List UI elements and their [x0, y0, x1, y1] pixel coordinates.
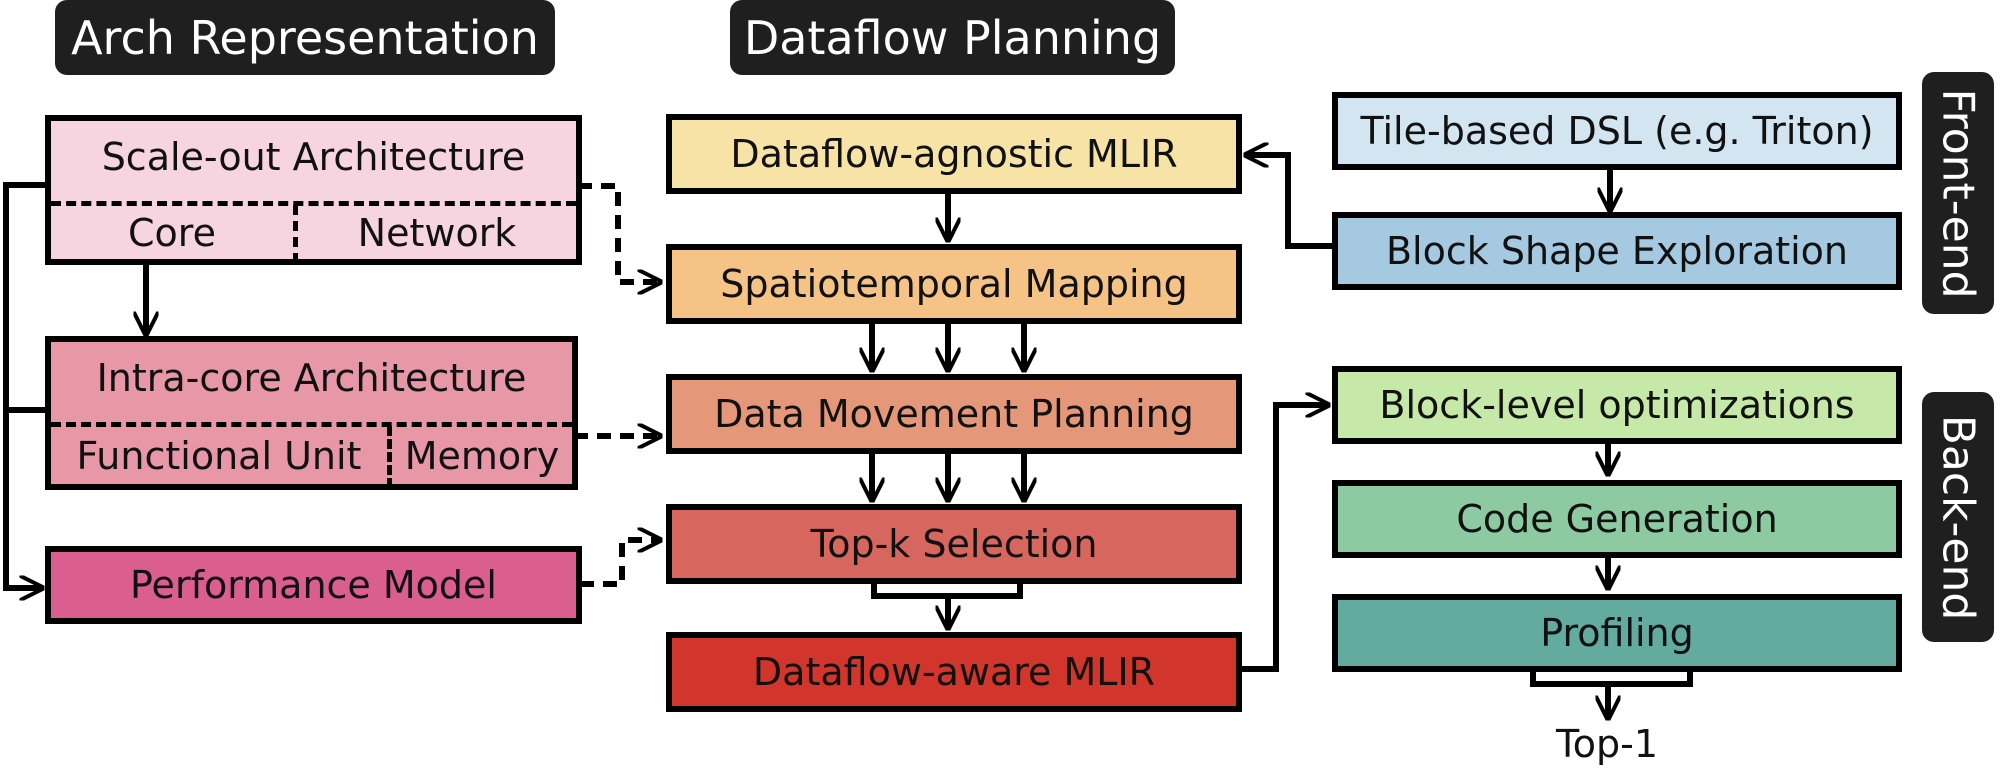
spatiotemporal-mapping-box: Spatiotemporal Mapping: [666, 244, 1242, 324]
intracore-functional-unit: Functional Unit: [76, 434, 362, 478]
code-generation-box: Code Generation: [1332, 480, 1902, 558]
backend-tag: Back-end: [1922, 392, 1994, 642]
tile-based-dsl-box: Tile-based DSL (e.g. Triton): [1332, 92, 1902, 170]
block-level-optimizations-box: Block-level optimizations: [1332, 366, 1902, 444]
frontend-tag-label: Front-end: [1932, 87, 1984, 299]
arch-section-header: Arch Representation: [55, 0, 555, 75]
arch-bracket-connector: [3, 182, 48, 588]
blockshape-to-agnostic-arrow: [1246, 155, 1336, 249]
dataflow-agnostic-mlir-box: Dataflow-agnostic MLIR: [666, 114, 1242, 194]
backend-tag-label: Back-end: [1932, 414, 1984, 620]
dataflow-section-header: Dataflow Planning: [730, 0, 1175, 75]
topk-to-aware-bracket: [871, 582, 1023, 599]
frontend-tag: Front-end: [1922, 72, 1994, 314]
scaleout-architecture-box: Scale-out Architecture Core Network: [45, 115, 582, 265]
data-movement-planning-box: Data Movement Planning: [666, 374, 1242, 454]
perf-to-topk-dashed: [580, 540, 660, 587]
scaleout-network: Network: [357, 211, 517, 255]
intracore-divider: [51, 422, 572, 427]
intracore-split: [387, 426, 392, 488]
intracore-architecture-box: Intra-core Architecture Functional Unit …: [45, 336, 578, 490]
profiling-bracket: [1530, 670, 1693, 687]
scaleout-core: Core: [128, 211, 216, 255]
scaleout-split: [293, 205, 298, 263]
top1-label: Top-1: [1556, 722, 1659, 766]
scaleout-title: Scale-out Architecture: [101, 135, 526, 179]
profiling-box: Profiling: [1332, 594, 1902, 672]
block-shape-exploration-box: Block Shape Exploration: [1332, 212, 1902, 290]
topk-selection-box: Top-k Selection: [666, 504, 1242, 584]
performance-model-box: Performance Model: [45, 546, 582, 624]
intracore-title: Intra-core Architecture: [96, 356, 527, 400]
scaleout-to-mapping-dashed: [578, 183, 660, 282]
intracore-memory: Memory: [404, 434, 560, 478]
aware-to-blockopt-arrow: [1240, 405, 1328, 672]
dataflow-aware-mlir-box: Dataflow-aware MLIR: [666, 632, 1242, 712]
scaleout-divider: [51, 201, 576, 206]
